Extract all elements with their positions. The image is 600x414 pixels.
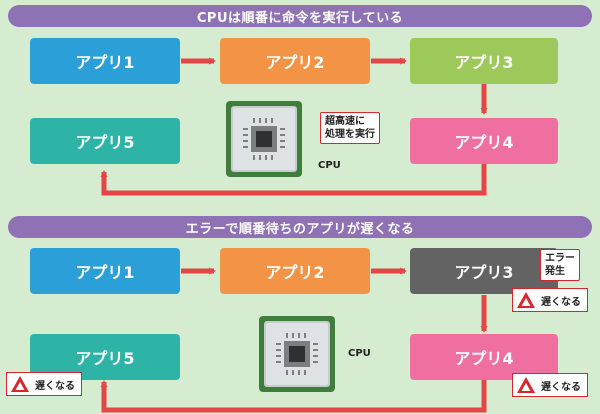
arrow-4-to-5 <box>100 163 487 196</box>
bottom-app-3-error: アプリ3 <box>410 248 558 294</box>
cpu-chip-icon <box>258 315 336 397</box>
top-app-3: アプリ3 <box>410 38 558 84</box>
slow-label: 遅くなる <box>541 381 581 393</box>
slow-warning-app4: 遅くなる <box>512 373 588 397</box>
top-app-4: アプリ4 <box>410 118 558 164</box>
top-section-title: CPUは順番に命令を実行している <box>8 5 592 27</box>
warning-triangle-icon <box>11 376 29 392</box>
error-callout: エラー 発生 <box>540 249 580 281</box>
bottom-app-1: アプリ1 <box>30 248 180 294</box>
bottom-cpu-label: CPU <box>348 348 371 359</box>
error-line-2: 発生 <box>545 266 565 277</box>
slow-label: 遅くなる <box>541 296 581 308</box>
bottom-app-4: アプリ4 <box>410 334 558 380</box>
bottom-section-title: エラーで順番待ちのアプリが遅くなる <box>8 216 592 238</box>
error-line-1: エラー <box>545 253 575 264</box>
top-cpu-callout: 超高速に 処理を実行 <box>320 112 380 144</box>
top-app-1: アプリ1 <box>30 38 180 84</box>
slow-warning-app5: 遅くなる <box>6 372 82 396</box>
warning-triangle-icon <box>517 377 535 393</box>
arrow-4-to-5-b <box>100 380 487 413</box>
top-app-5: アプリ5 <box>30 118 180 164</box>
top-cpu-label: CPU <box>318 160 341 171</box>
bottom-app-2: アプリ2 <box>220 248 370 294</box>
callout-line-1: 超高速に <box>325 116 365 127</box>
slow-warning-app3: 遅くなる <box>512 288 588 312</box>
slow-label: 遅くなる <box>35 380 75 392</box>
warning-triangle-icon <box>517 292 535 308</box>
callout-line-2: 処理を実行 <box>325 129 375 140</box>
top-app-2: アプリ2 <box>220 38 370 84</box>
cpu-chip-icon <box>225 100 303 182</box>
